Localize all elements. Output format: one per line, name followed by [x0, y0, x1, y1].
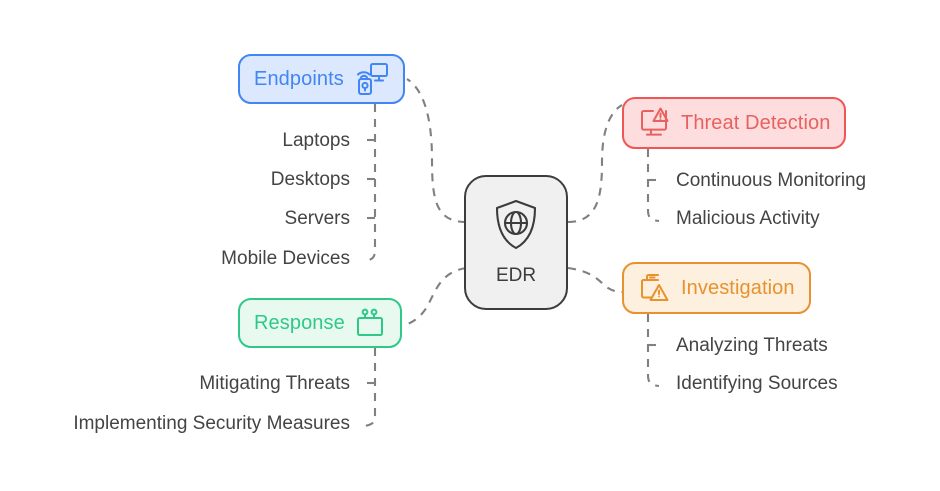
node-threat-detection[interactable]: Threat Detection: [622, 97, 847, 149]
monitor-wifi-device-icon: [353, 61, 389, 97]
node-investigation-label: Investigation: [681, 277, 795, 299]
shield-globe-icon: [492, 198, 540, 257]
leaf-desktops: Desktops: [270, 169, 350, 190]
leaf-implementing-security-measures: Implementing Security Measures: [73, 413, 350, 434]
node-response[interactable]: Response: [238, 298, 402, 348]
node-edr-label: EDR: [495, 265, 537, 286]
robot-screen-icon: [354, 307, 386, 339]
node-endpoints-label: Endpoints: [254, 68, 344, 90]
leaf-analyzing-threats: Analyzing Threats: [676, 335, 828, 356]
node-investigation[interactable]: Investigation: [622, 262, 811, 314]
node-response-label: Response: [254, 312, 345, 334]
monitor-warning-icon: [638, 106, 672, 140]
leaf-identifying-sources: Identifying Sources: [676, 373, 838, 394]
node-edr[interactable]: EDR: [464, 175, 568, 310]
leaf-mobile-devices: Mobile Devices: [221, 248, 350, 269]
leaf-servers: Servers: [284, 208, 350, 229]
usb-drive-warning-icon: [638, 271, 672, 305]
node-endpoints[interactable]: Endpoints: [238, 54, 405, 104]
leaf-continuous-monitoring: Continuous Monitoring: [676, 170, 867, 191]
leaf-malicious-activity: Malicious Activity: [676, 208, 820, 229]
leaf-laptops: Laptops: [282, 130, 350, 151]
leaf-mitigating-threats: Mitigating Threats: [199, 373, 350, 394]
node-threat-detection-label: Threat Detection: [681, 112, 831, 134]
